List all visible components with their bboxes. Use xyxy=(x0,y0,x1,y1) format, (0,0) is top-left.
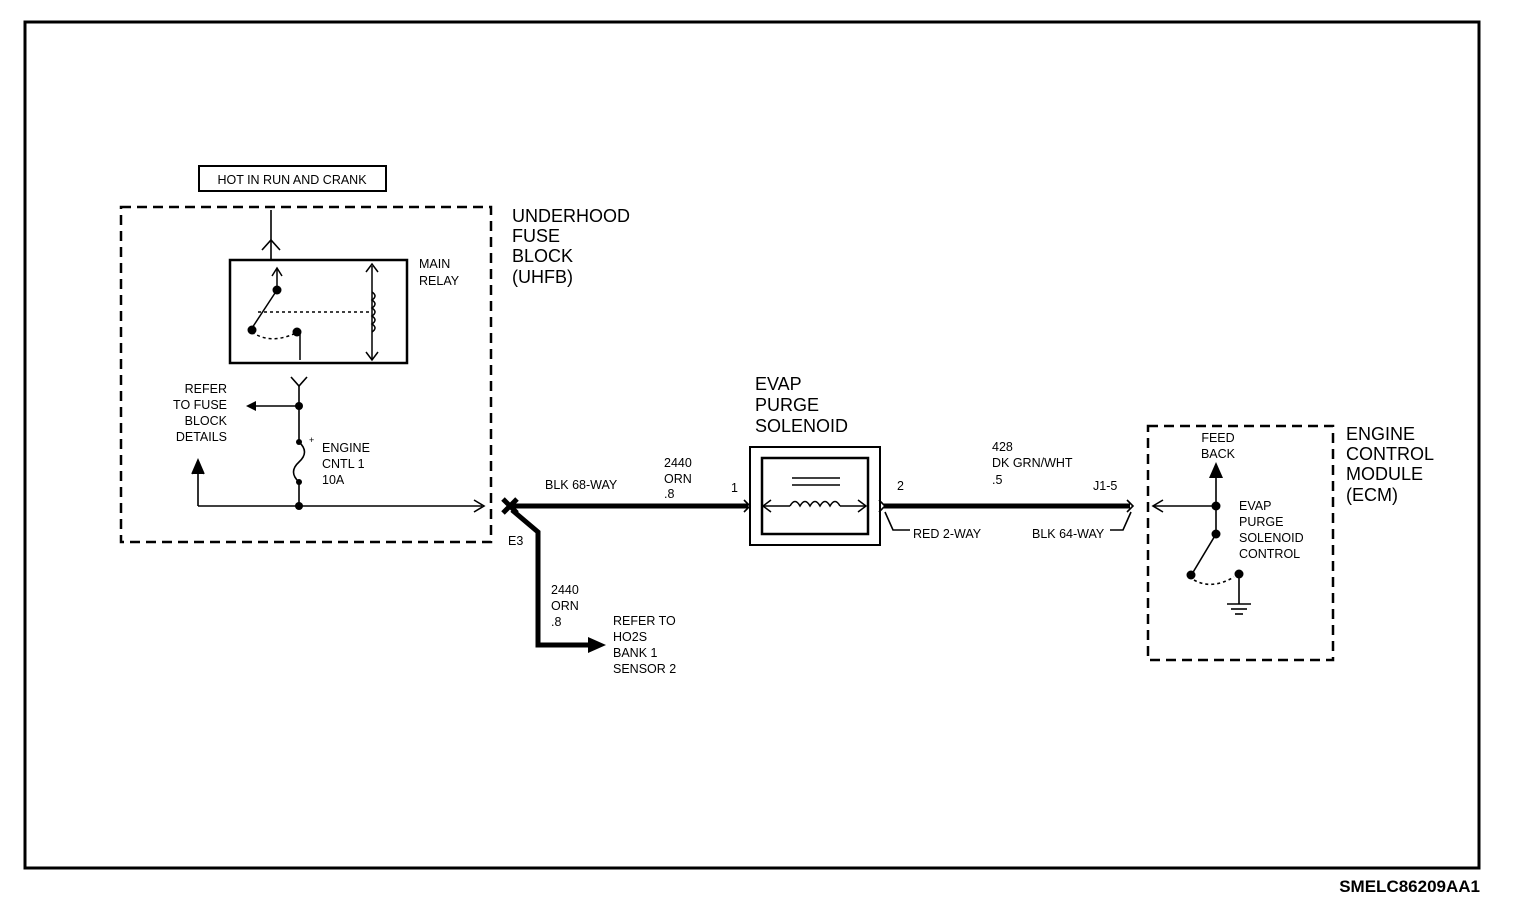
ecm-connector xyxy=(1110,499,1135,531)
svg-text:(UHFB): (UHFB) xyxy=(512,267,573,287)
svg-text:HO2S: HO2S xyxy=(613,630,647,644)
svg-text:ENGINE: ENGINE xyxy=(322,441,370,455)
relay-label: MAIN RELAY xyxy=(419,257,460,288)
control-label: EVAP PURGE SOLENOID CONTROL xyxy=(1239,499,1304,561)
svg-text:ORN: ORN xyxy=(664,472,692,486)
evap-purge-solenoid xyxy=(749,446,881,546)
svg-text:REFER TO: REFER TO xyxy=(613,614,676,628)
refer-fuse-label: REFER TO FUSE BLOCK DETAILS xyxy=(173,382,228,444)
ecm-connector-label: BLK 64-WAY xyxy=(1032,527,1105,541)
wire-2440-branch xyxy=(510,508,590,648)
feedback-arrow xyxy=(1209,462,1223,478)
svg-text:CONTROL: CONTROL xyxy=(1239,547,1300,561)
wire-branch-label: 2440 ORN .8 xyxy=(551,583,579,629)
switch-contact xyxy=(1211,529,1221,539)
splice-id: E3 xyxy=(508,534,523,548)
svg-text:CONTROL: CONTROL xyxy=(1346,444,1434,464)
fuse-terminal xyxy=(296,439,302,445)
ecm-box xyxy=(1146,424,1335,662)
svg-text:EVAP: EVAP xyxy=(1239,499,1271,513)
svg-text:SOLENOID: SOLENOID xyxy=(1239,531,1304,545)
power-source: HOT IN RUN AND CRANK xyxy=(198,165,387,192)
svg-text:+: + xyxy=(309,435,314,445)
svg-text:PURGE: PURGE xyxy=(1239,515,1283,529)
svg-text:UNDERHOOD: UNDERHOOD xyxy=(512,206,630,226)
svg-text:2440: 2440 xyxy=(664,456,692,470)
svg-text:10A: 10A xyxy=(322,473,345,487)
svg-text:MAIN: MAIN xyxy=(419,257,450,271)
uhfb-box xyxy=(119,205,493,544)
svg-text:BLOCK: BLOCK xyxy=(512,246,573,266)
power-label: HOT IN RUN AND CRANK xyxy=(217,173,367,187)
svg-text:.8: .8 xyxy=(664,487,674,501)
svg-text:428: 428 xyxy=(992,440,1013,454)
svg-text:SENSOR 2: SENSOR 2 xyxy=(613,662,676,676)
uhfb-title: UNDERHOOD FUSE BLOCK (UHFB) xyxy=(512,206,630,287)
branch-arrow xyxy=(588,637,606,653)
svg-text:CNTL 1: CNTL 1 xyxy=(322,457,365,471)
wire-main-label: 2440 ORN .8 xyxy=(664,456,692,501)
power-feed-wire xyxy=(261,210,281,260)
svg-text:EVAP: EVAP xyxy=(755,374,802,394)
drawing-id: SMELC86209AA1 xyxy=(1339,877,1480,896)
feedback-label: FEED BACK xyxy=(1201,431,1236,461)
wire-ecm-label: 428 DK GRN/WHT .5 xyxy=(992,440,1073,487)
svg-text:DETAILS: DETAILS xyxy=(176,430,227,444)
fuse-engine-cntl xyxy=(292,441,306,506)
svg-text:PURGE: PURGE xyxy=(755,395,819,415)
switch-contact xyxy=(1186,570,1196,580)
svg-text:SOLENOID: SOLENOID xyxy=(755,416,848,436)
solenoid-connector-label: RED 2-WAY xyxy=(913,527,982,541)
svg-text:2440: 2440 xyxy=(551,583,579,597)
ecm-internal-wire xyxy=(1151,474,1251,615)
solenoid-title: EVAP PURGE SOLENOID xyxy=(755,374,848,436)
svg-text:ENGINE: ENGINE xyxy=(1346,424,1415,444)
fuse-label: ENGINE CNTL 1 10A xyxy=(322,441,370,487)
svg-text:TO FUSE: TO FUSE xyxy=(173,398,227,412)
svg-text:FEED: FEED xyxy=(1201,431,1234,445)
svg-text:RELAY: RELAY xyxy=(419,274,460,288)
svg-text:(ECM): (ECM) xyxy=(1346,485,1398,505)
svg-text:.5: .5 xyxy=(992,473,1002,487)
solenoid-pin-1: 1 xyxy=(731,481,738,495)
solenoid-pin-2: 2 xyxy=(897,479,904,493)
svg-text:REFER: REFER xyxy=(185,382,227,396)
junction-dot xyxy=(295,502,303,510)
uhfb-internal-wire xyxy=(191,457,486,513)
splice-connector-label: BLK 68-WAY xyxy=(545,478,618,492)
main-relay xyxy=(228,258,409,365)
junction-dot xyxy=(1211,501,1221,511)
svg-text:FUSE: FUSE xyxy=(512,226,560,246)
svg-text:BLOCK: BLOCK xyxy=(185,414,228,428)
diagram-frame xyxy=(23,20,1481,870)
svg-text:ORN: ORN xyxy=(551,599,579,613)
junction-dot xyxy=(295,402,303,410)
switch-contact xyxy=(1234,569,1244,579)
svg-text:BACK: BACK xyxy=(1201,447,1236,461)
svg-text:BANK 1: BANK 1 xyxy=(613,646,658,660)
ecm-title: ENGINE CONTROL MODULE (ECM) xyxy=(1346,424,1434,505)
ecm-pin-label: J1-5 xyxy=(1093,479,1117,493)
svg-text:DK GRN/WHT: DK GRN/WHT xyxy=(992,456,1073,470)
svg-text:.8: .8 xyxy=(551,615,561,629)
svg-text:MODULE: MODULE xyxy=(1346,464,1423,484)
fuse-terminal xyxy=(296,479,302,485)
relay-output-wire xyxy=(246,376,308,440)
branch-refer-label: REFER TO HO2S BANK 1 SENSOR 2 xyxy=(613,614,676,676)
